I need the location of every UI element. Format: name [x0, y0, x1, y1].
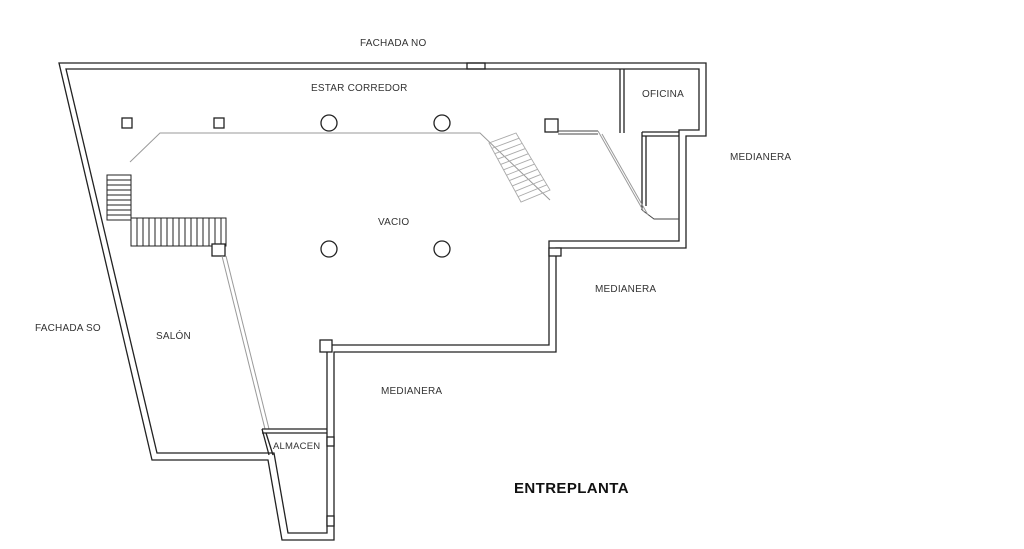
outer-walls	[58, 62, 707, 541]
column-square	[544, 118, 559, 133]
stair-tread	[512, 174, 541, 187]
almacen-room	[261, 428, 335, 527]
column-square	[211, 243, 226, 257]
label-almacen: ALMACEN	[273, 441, 320, 452]
column-round	[433, 114, 451, 132]
stair-tread	[503, 158, 532, 171]
column-round	[320, 114, 338, 132]
label-salon: SALÓN	[156, 329, 191, 342]
label-vacio: VACIO	[378, 217, 409, 228]
inner-wall-outline	[65, 68, 700, 534]
stair-outline	[488, 132, 551, 203]
stair-tread	[494, 142, 523, 155]
stair-left	[106, 174, 132, 221]
stair-diagonal	[488, 132, 551, 203]
oficina-partitions	[619, 69, 679, 220]
stair-tread	[517, 184, 548, 198]
label-medianera-middle: MEDIANERA	[595, 284, 656, 295]
column-square	[213, 117, 225, 129]
column-round	[320, 240, 338, 258]
stair-tread	[506, 163, 535, 176]
stair-outline	[106, 174, 132, 221]
column-square	[319, 339, 333, 353]
label-estar-corredor: ESTAR CORREDOR	[311, 83, 408, 94]
vacio-edge	[129, 132, 551, 201]
stair-tread	[515, 179, 544, 192]
label-fachada-so: FACHADA SO	[35, 323, 101, 334]
railing-top-right	[558, 130, 649, 216]
label-oficina: OFICINA	[642, 89, 684, 100]
stair-tread	[500, 153, 529, 165]
column-square	[548, 247, 562, 257]
label-fachada-no: FACHADA NO	[360, 38, 426, 49]
stair-tread	[509, 168, 538, 181]
column-square	[121, 117, 133, 129]
label-medianera-right: MEDIANERA	[730, 152, 791, 163]
stair-tread	[497, 148, 526, 160]
outer-wall-outline	[58, 62, 707, 541]
stair-horizontal	[130, 217, 227, 247]
salon-railing	[221, 255, 270, 430]
label-medianera-bottom: MEDIANERA	[381, 386, 442, 397]
plan-title: ENTREPLANTA	[514, 480, 629, 497]
stair-tread	[491, 137, 520, 149]
window-mark	[466, 62, 486, 70]
column-round	[433, 240, 451, 258]
